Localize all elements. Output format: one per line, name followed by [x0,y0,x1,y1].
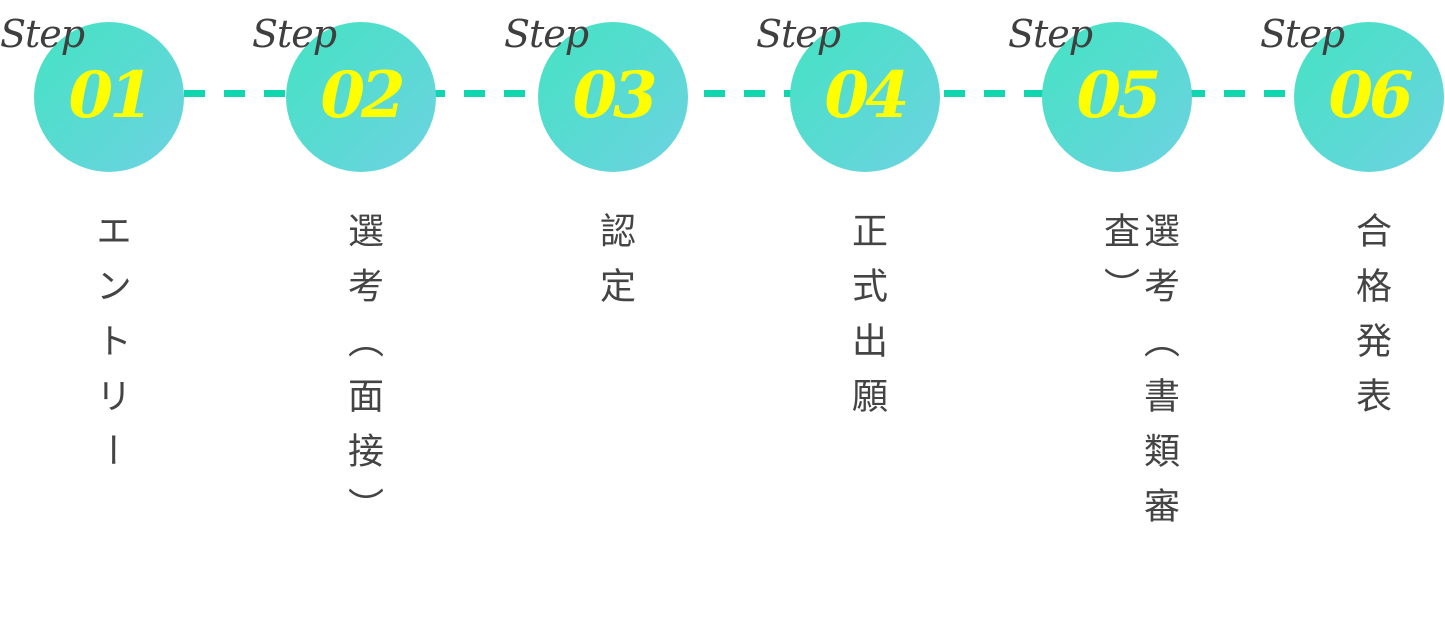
step-prefix: Step [0,12,85,56]
step-circle [1042,22,1192,172]
step-prefix: Step [252,12,337,56]
step-label: エントリー [90,212,131,487]
step-label: 正式出願 [846,212,887,432]
step-circle [790,22,940,172]
step-number: 03 [572,58,657,133]
step-circle [1294,22,1444,172]
step-label: 認定 [594,212,635,322]
step-circle [286,22,436,172]
step-number: 05 [1076,58,1161,133]
step-number: 01 [68,58,153,133]
step-connector [184,90,1294,97]
step-prefix: Step [504,12,589,56]
step-prefix: Step [1008,12,1093,56]
step-circle [34,22,184,172]
step-number: 02 [320,58,405,133]
step-label: 選考（書類審査） [1098,212,1179,542]
step-number: 06 [1328,58,1413,133]
step-number: 04 [824,58,909,133]
step-label: 選考（面接） [342,212,383,542]
step-prefix: Step [1260,12,1345,56]
step-prefix: Step [756,12,841,56]
step-circle [538,22,688,172]
step-label: 合格発表 [1350,212,1391,432]
